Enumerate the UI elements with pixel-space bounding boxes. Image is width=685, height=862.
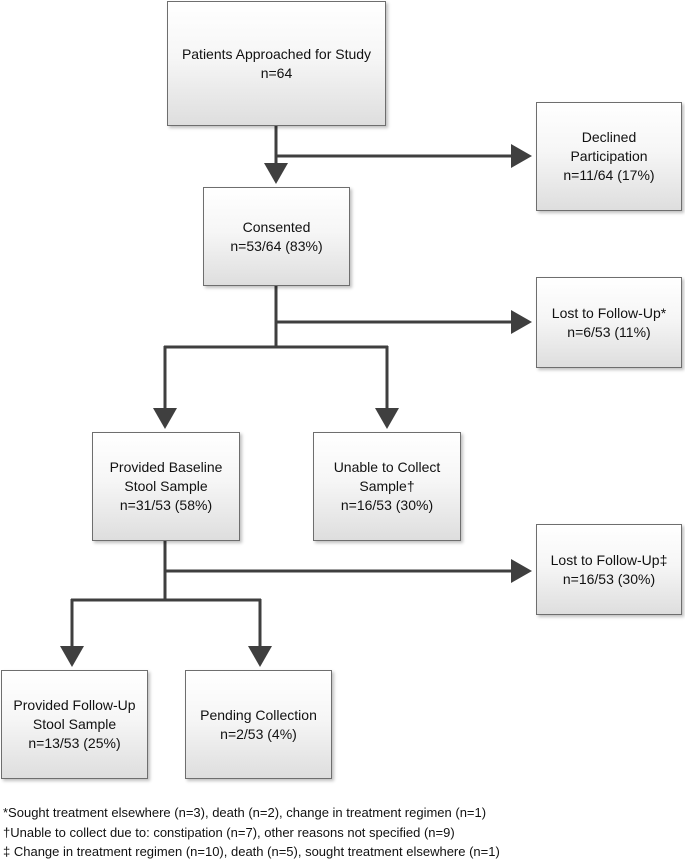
box-count: n=64 [260,64,293,81]
box-label: Declined [581,129,637,145]
box-label: Lost to Follow-Up* [551,304,667,321]
box-label: Unable to Collect [333,459,441,475]
box-unable-to-collect: Unable to Collect Sample† n=16/53 (30%) [313,432,461,541]
box-label: Provided Follow-Up [13,697,136,713]
box-count: n=31/53 (58%) [119,497,213,513]
box-label: Stool Sample [124,478,208,494]
box-label: Sample† [359,478,415,494]
box-label: Patients Approached for Study [181,45,372,62]
box-count: n=13/53 (25%) [28,735,121,751]
footnote-lost-2: ‡ Change in treatment regimen (n=10), de… [3,844,500,859]
box-consented: Consented n=53/64 (83%) [203,187,350,286]
box-label: Participation [570,148,648,164]
box-label: Pending Collection [200,706,317,723]
footnote-unable: †Unable to collect due to: constipation … [3,824,455,840]
box-label: Stool Sample [32,716,117,732]
box-provided-baseline: Provided Baseline Stool Sample n=31/53 (… [92,432,240,541]
box-pending-collection: Pending Collection n=2/53 (4%) [185,670,332,779]
box-count: n=11/64 (17%) [563,167,655,183]
box-count: n=53/64 (83%) [230,237,323,254]
box-label: Provided Baseline [109,459,223,475]
box-count: n=6/53 (11%) [567,323,651,340]
box-patients-approached: Patients Approached for Study n=64 [167,1,386,126]
box-count: n=16/53 (30%) [562,570,656,587]
box-label: Consented [242,218,311,235]
footnote-lost-1: *Sought treatment elsewhere (n=3), death… [3,805,487,820]
box-count: n=2/53 (4%) [220,725,297,742]
box-count: n=16/53 (30%) [340,497,434,513]
box-label: Lost to Follow-Up‡ [550,551,668,568]
box-provided-follow-up: Provided Follow-Up Stool Sample n=13/53 … [1,670,148,779]
box-lost-to-follow-up-2: Lost to Follow-Up‡ n=16/53 (30%) [536,524,682,615]
box-declined-participation: Declined Participation n=11/64 (17%) [536,102,682,211]
footnotes: *Sought treatment elsewhere (n=3), death… [3,803,500,862]
box-lost-to-follow-up-1: Lost to Follow-Up* n=6/53 (11%) [536,277,682,368]
